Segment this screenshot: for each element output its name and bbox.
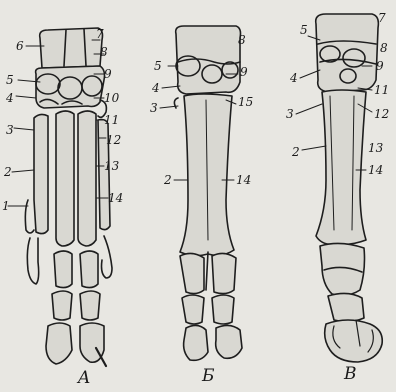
panel-b-drawing [174,26,242,360]
label-b-5: 5 [154,60,162,72]
label-a-11: 11 [104,114,119,126]
label-c-13: 13 [368,142,383,154]
label-a-5: 5 [6,74,14,86]
label-a-9: 9 [104,68,112,80]
panel-letter-b: Б [202,368,215,385]
label-b-8: 8 [238,34,246,46]
label-a-1: 1 [2,200,10,212]
panel-letter-c: В [344,366,357,383]
label-b-9: 9 [240,66,248,78]
label-b-15: 15 [238,96,253,108]
label-c-14: 14 [368,164,383,176]
label-c-9: 9 [376,60,384,72]
label-c-12: 12 [374,108,389,120]
panel-letter-a: A [78,370,90,387]
label-a-10: 10 [104,92,119,104]
label-b-3: 3 [150,102,158,114]
label-b-14: 14 [236,174,251,186]
label-c-11: 11 [374,84,389,96]
label-a-4: 4 [6,92,14,104]
label-c-2: 2 [292,146,300,158]
label-c-4: 4 [290,72,298,84]
label-a-2: 2 [4,166,12,178]
label-b-2: 2 [164,174,172,186]
label-c-5: 5 [300,24,308,36]
label-a-6: 6 [16,40,24,52]
label-c-7: 7 [378,12,386,24]
label-c-3: 3 [286,108,294,120]
label-a-8: 8 [100,46,108,58]
label-a-12: 12 [106,134,121,146]
panel-a-drawing [25,28,112,366]
label-b-4: 4 [152,82,160,94]
label-a-3: 3 [6,124,14,136]
label-a-7: 7 [96,28,104,40]
label-a-14: 14 [108,192,123,204]
label-a-13: 13 [104,160,119,172]
label-c-8: 8 [380,42,388,54]
